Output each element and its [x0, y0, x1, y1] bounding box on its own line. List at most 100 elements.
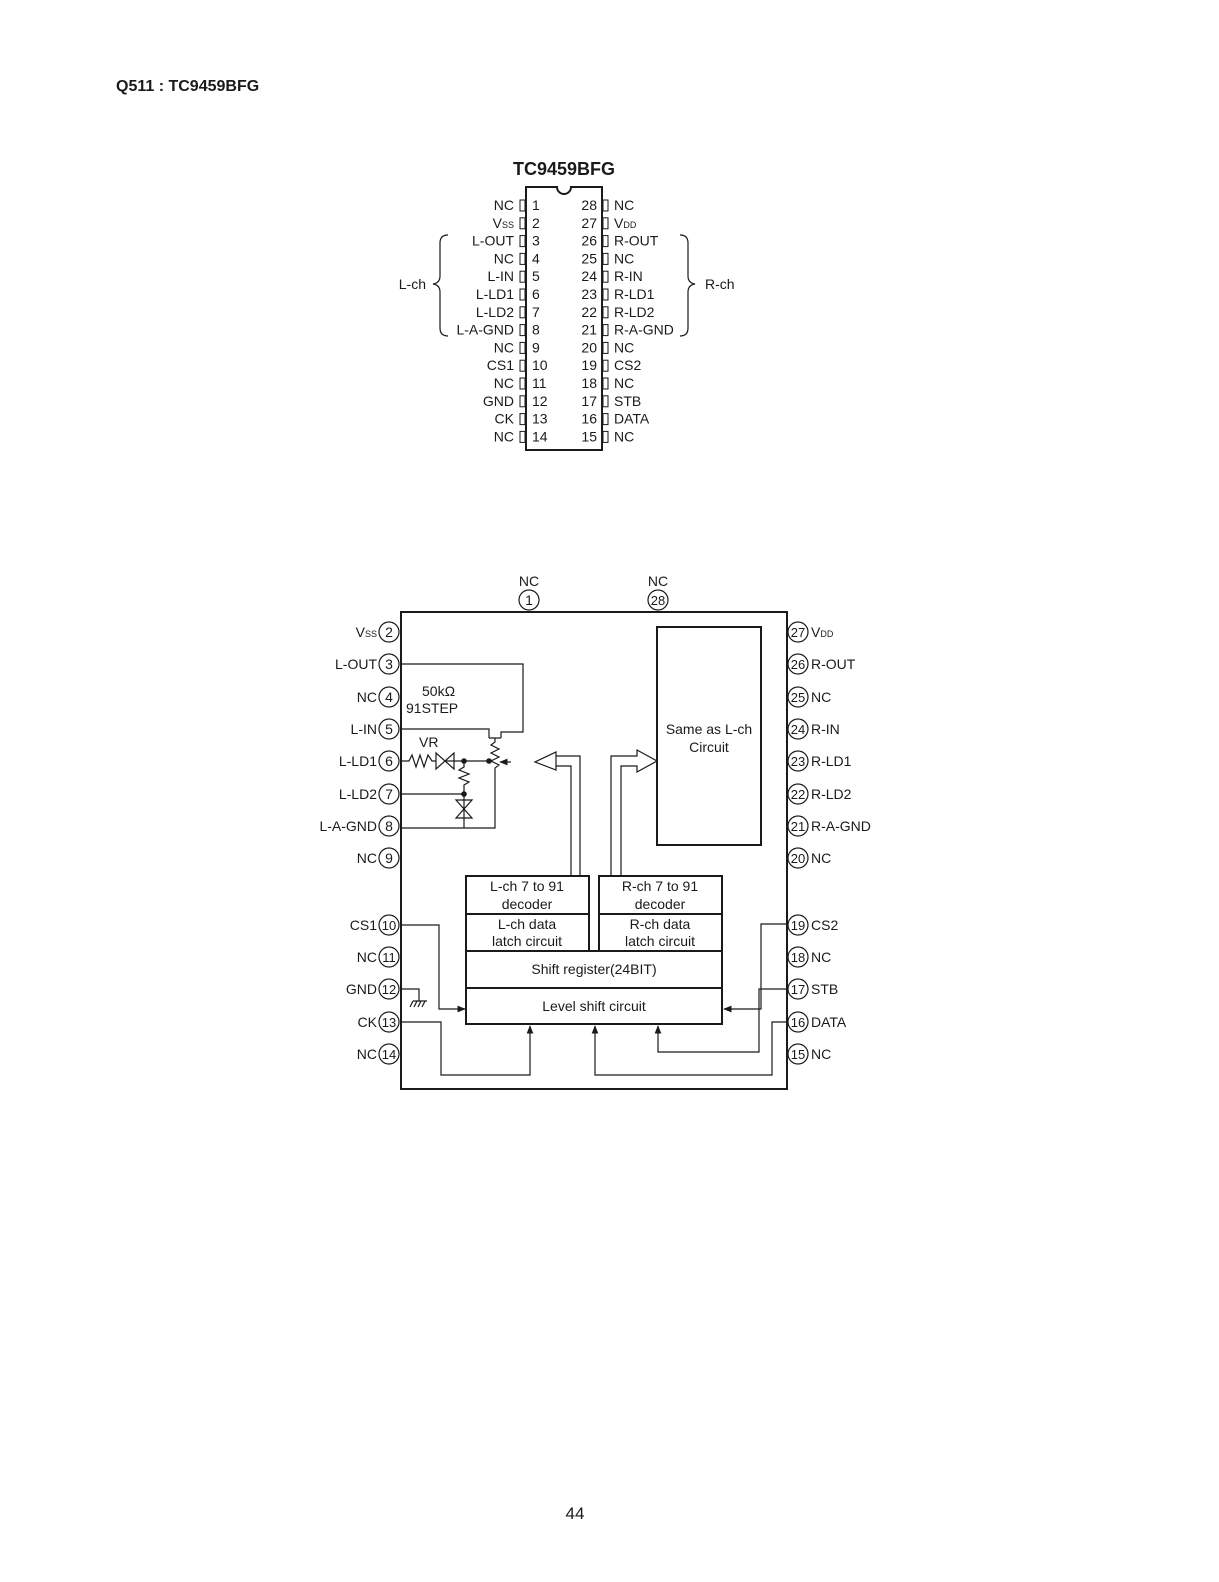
pin-circle	[378, 718, 400, 740]
pin-number: 8	[532, 322, 540, 338]
pin-number: 21	[791, 819, 805, 834]
pin-name: VSS	[493, 215, 514, 231]
pin-lead	[602, 235, 609, 248]
lch-decoder-text-2: decoder	[502, 896, 553, 912]
pin-name: L-OUT	[335, 656, 377, 672]
pin-name: GND	[346, 981, 377, 997]
pin-lead	[602, 341, 609, 354]
pin-circle	[787, 847, 809, 869]
pin-number: 13	[532, 411, 548, 427]
pin-number: 3	[385, 656, 393, 672]
pin-number: 7	[532, 304, 540, 320]
pin-name: R-IN	[811, 721, 840, 737]
pin-circle	[518, 589, 540, 611]
pin-circle	[787, 1043, 809, 1065]
pin-name: GND	[483, 393, 514, 409]
pin-lead	[519, 199, 526, 212]
pin-name: NC	[357, 949, 377, 965]
pin-circle	[378, 783, 400, 805]
pin-circle	[378, 914, 400, 936]
chip-body	[400, 611, 788, 1090]
pin-circle	[378, 978, 400, 1000]
pin-name: STB	[811, 981, 838, 997]
pin-name: L-LD2	[476, 304, 514, 320]
pin-number: 26	[791, 657, 805, 672]
pinout-title: TC9459BFG	[513, 159, 615, 179]
pin-number: 11	[532, 375, 547, 391]
rch-decoder-arrow	[610, 748, 659, 876]
vr-bottom-wire	[401, 772, 496, 829]
pin-name: NC	[811, 850, 831, 866]
pin-number: 2	[385, 624, 393, 640]
pin-number: 22	[581, 304, 597, 320]
pin-number: 8	[385, 818, 393, 834]
pin-name: NC	[519, 573, 539, 589]
rch-decoder-text-2: decoder	[635, 896, 686, 912]
pin-number: 28	[651, 593, 665, 608]
pin-name: NC	[648, 573, 668, 589]
gnd-wire	[401, 988, 420, 1001]
pin-circle	[378, 815, 400, 837]
pin-number: 14	[532, 428, 548, 444]
pin-name: CK	[358, 1014, 378, 1030]
pin-lead	[519, 341, 526, 354]
pin-lead	[602, 306, 609, 319]
pin-number: 4	[385, 689, 393, 705]
pin-number: 27	[581, 215, 597, 231]
pin-number: 19	[791, 918, 805, 933]
pin-circle	[787, 783, 809, 805]
pin-number: 3	[532, 233, 540, 249]
cs2-wire	[723, 923, 787, 1013]
pin-name: R-A-GND	[614, 322, 674, 338]
pin-name: L-IN	[488, 268, 514, 284]
pin-lead	[519, 377, 526, 390]
pin-name: VDD	[811, 624, 834, 640]
shift-register-text: Shift register(24BIT)	[531, 961, 656, 977]
pin-number: 17	[791, 982, 805, 997]
pin-name: NC	[614, 339, 634, 355]
pin-name: R-OUT	[614, 233, 659, 249]
pin-lead	[519, 217, 526, 230]
pin-number: 2	[532, 215, 540, 231]
pin-circle	[787, 815, 809, 837]
pin-number: 27	[791, 625, 805, 640]
pin-name: L-LD2	[339, 786, 377, 802]
pin-name: NC	[494, 375, 514, 391]
pin-number: 10	[532, 357, 548, 373]
pin-number: 23	[581, 286, 597, 302]
pin-circle	[378, 750, 400, 772]
pin-number: 19	[581, 357, 597, 373]
pin-number: 25	[581, 250, 597, 266]
pin-name: L-IN	[351, 721, 377, 737]
pin-name: L-LD1	[339, 753, 377, 769]
pin-name: NC	[811, 949, 831, 965]
pin-name: NC	[614, 250, 634, 266]
pin-number: 28	[581, 197, 597, 213]
pin-name: NC	[614, 197, 634, 213]
pin-number: 23	[791, 754, 805, 769]
pin-circle	[378, 847, 400, 869]
l-ld1-wire	[401, 753, 436, 769]
level-shift-block	[465, 987, 723, 1025]
pin-lead	[602, 359, 609, 372]
pin-circle	[378, 621, 400, 643]
pin-circle	[787, 621, 809, 643]
rch-latch-text-2: latch circuit	[625, 933, 695, 949]
pin-number: 16	[581, 411, 597, 427]
pin-number: 5	[532, 268, 540, 284]
stb-wire	[654, 988, 787, 1053]
page-number: 44	[565, 1504, 585, 1523]
pin-name: R-LD2	[614, 304, 655, 320]
pin-number: 1	[525, 592, 533, 608]
lch-decoder-arrow	[533, 751, 581, 876]
pin-circle	[378, 1043, 400, 1065]
ld2-switch-icon	[454, 794, 474, 828]
pin-name: NC	[494, 339, 514, 355]
pin-lead	[519, 270, 526, 283]
left-group-label: L-ch	[399, 276, 426, 292]
pin-name: L-OUT	[472, 233, 514, 249]
pin-name: R-LD2	[811, 786, 852, 802]
